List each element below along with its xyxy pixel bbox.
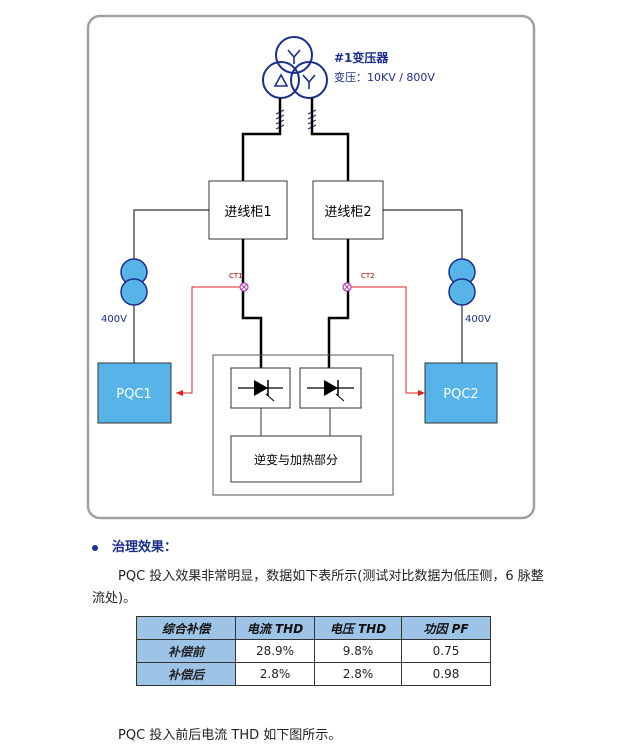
ct1-label: CT1 — [229, 272, 243, 280]
coil-marks — [275, 109, 317, 130]
table-cell: 0.75 — [401, 639, 491, 663]
thyristor-2 — [299, 367, 362, 409]
cabinet-1-label: 进线柜1 — [224, 205, 271, 220]
table-cell: 0.98 — [401, 662, 491, 686]
transformer-symbol — [262, 36, 328, 99]
table-header: 电流 THD — [235, 616, 315, 640]
table-cell: 2.8% — [314, 662, 402, 686]
single-line-diagram: #1变压器 变压：10KV / 800V 进线柜1 进线柜2 400V 400V — [86, 14, 536, 520]
pqc1-box — [97, 362, 172, 424]
inverter-label: 逆变与加热部分 — [254, 452, 338, 467]
cabinet-2-label: 进线柜2 — [324, 205, 371, 220]
thyristor-1 — [230, 367, 291, 409]
table-cell: 9.8% — [314, 639, 402, 663]
results-table: 综合补偿 电流 THD 电压 THD 功因 PF 补偿前 28.9% 9.8% … — [136, 616, 491, 686]
row-label: 补偿后 — [136, 662, 236, 686]
voltage-left: 400V — [101, 314, 127, 325]
load-enclosure — [212, 354, 394, 496]
pqc1-transformer — [120, 258, 148, 306]
pqc2-transformer — [448, 258, 476, 306]
cabinet-1 — [208, 180, 288, 240]
table-cell: 2.8% — [235, 662, 315, 686]
table-cell: 28.9% — [235, 639, 315, 663]
row-label: 补偿前 — [136, 639, 236, 663]
table-header-row: 综合补偿 电流 THD 电压 THD 功因 PF — [136, 616, 491, 640]
ct2-marker — [342, 282, 352, 292]
table-header: 综合补偿 — [136, 616, 236, 640]
section-heading: 治理效果： — [92, 536, 177, 555]
bullet-dot — [92, 544, 98, 551]
table-row: 补偿后 2.8% 2.8% 0.98 — [136, 662, 491, 686]
footer-text: PQC 投入前后电流 THD 如下图所示。 — [118, 728, 342, 743]
table-header: 电压 THD — [314, 616, 402, 640]
table-header: 功因 PF — [401, 616, 491, 640]
diagram-frame — [86, 14, 536, 520]
ct2-label: CT2 — [361, 272, 375, 280]
voltage-right: 400V — [465, 314, 491, 325]
inverter-box — [230, 435, 362, 483]
pqc1-label: PQC1 — [116, 387, 151, 402]
ct1-marker — [239, 282, 249, 292]
transformer-voltage: 变压：10KV / 800V — [334, 70, 435, 84]
section-paragraph: PQC 投入效果非常明显，数据如下表所示(测试对比数据为低压侧，6 脉整流处)。 — [92, 569, 544, 606]
pqc2-box — [424, 362, 498, 424]
table-row: 补偿前 28.9% 9.8% 0.75 — [136, 639, 491, 663]
pqc2-label: PQC2 — [443, 387, 478, 402]
section-heading-text: 治理效果： — [112, 540, 178, 555]
transformer-label: #1变压器 — [334, 50, 389, 65]
